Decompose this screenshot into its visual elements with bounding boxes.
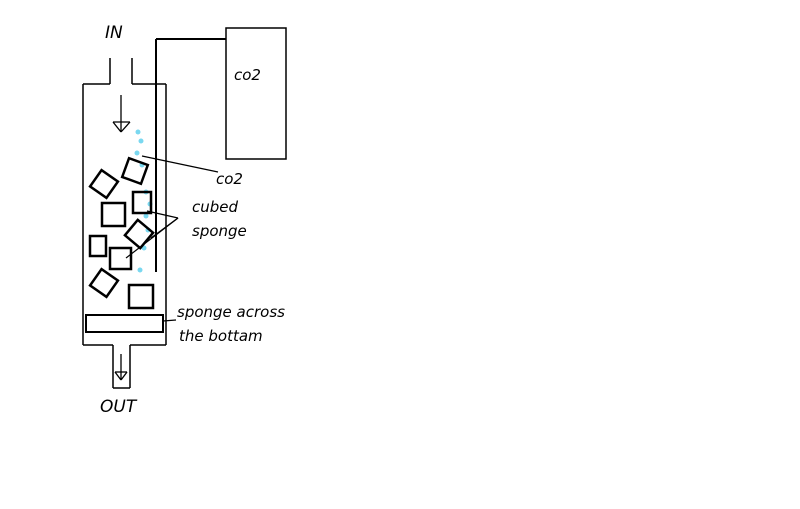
sponge-cube (123, 218, 155, 250)
co2-tube (155, 38, 226, 272)
outflow-arrow-icon (114, 354, 128, 381)
leader-lines (125, 155, 219, 322)
inlet-pipe (109, 58, 133, 84)
inflow-arrow-icon (112, 95, 131, 133)
bottom-sponge-label-line1: sponge across (177, 303, 285, 321)
reactor-vessel (82, 83, 167, 346)
cubed-callout-line (146, 210, 179, 219)
sponge-cube (131, 190, 153, 215)
bubble (134, 150, 140, 156)
outlet-label: OUT (100, 397, 138, 417)
co2-tank (225, 27, 287, 160)
bubble (137, 267, 143, 273)
sponge-cube (127, 283, 155, 310)
sponge-cube (88, 234, 108, 258)
co2-callout-line (141, 155, 219, 173)
cubed-callout-line (125, 217, 179, 259)
sponge-cube (88, 267, 120, 299)
co2-callout-label: co2 (216, 170, 243, 188)
bottom-callout-line (162, 319, 177, 322)
outlet-pipe (112, 345, 131, 389)
sponge-cube (108, 246, 133, 271)
cubed-sponge-label-line1: cubed (192, 198, 239, 216)
inlet-label: IN (105, 23, 123, 43)
bubble (135, 129, 141, 135)
sponge-cube (88, 168, 120, 200)
cubed-sponge-label-line2: sponge (192, 222, 247, 240)
bubble (138, 138, 144, 144)
co2-tank-label: co2 (234, 66, 261, 84)
sponge-cube (120, 156, 150, 186)
sponge-cube (100, 201, 127, 228)
bottom-sponge-label-line2: the bottam (179, 327, 263, 345)
cubed-sponge-pieces (88, 156, 155, 310)
bottom-sponge (85, 314, 164, 333)
bubble (143, 213, 149, 219)
